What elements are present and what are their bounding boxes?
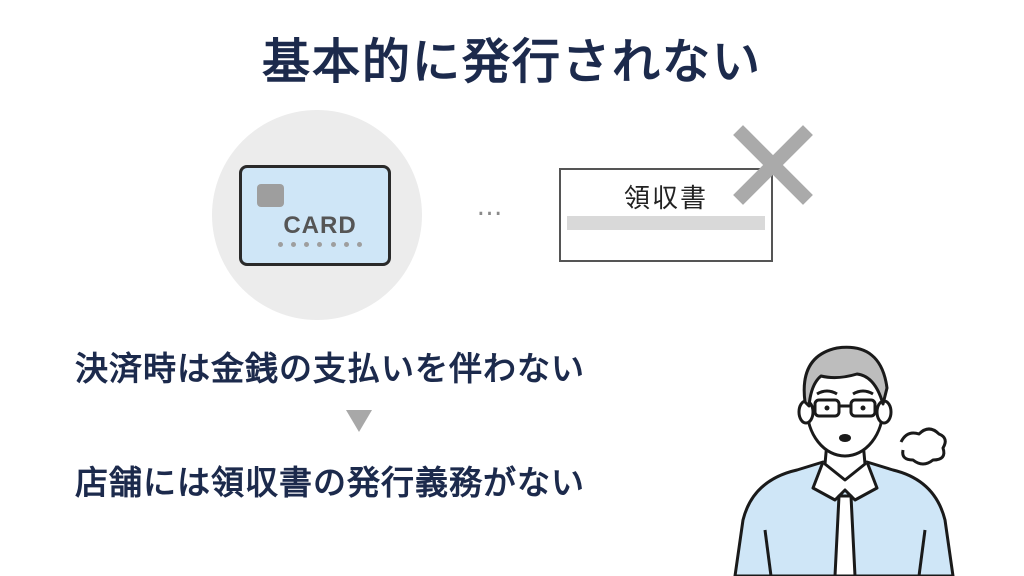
confused-man-illustration <box>733 345 955 576</box>
receipt-icon: 領収書 <box>559 168 773 262</box>
cross-icon <box>733 125 813 205</box>
card-chip <box>257 184 284 207</box>
card-label: CARD <box>283 212 357 239</box>
statement-receipt-obligation: 店舗には領収書の発行義務がない <box>75 463 585 502</box>
page-title: 基本的に発行されない <box>261 34 762 90</box>
down-arrow-icon <box>346 410 372 432</box>
card-number-dots <box>278 242 362 247</box>
ellipsis: … <box>476 192 504 222</box>
receipt-line <box>567 216 765 230</box>
statement-payment: 決済時は金銭の支払いを伴わない <box>75 349 585 388</box>
credit-card-icon: CARD <box>239 165 391 266</box>
receipt-label: 領収書 <box>623 184 708 214</box>
